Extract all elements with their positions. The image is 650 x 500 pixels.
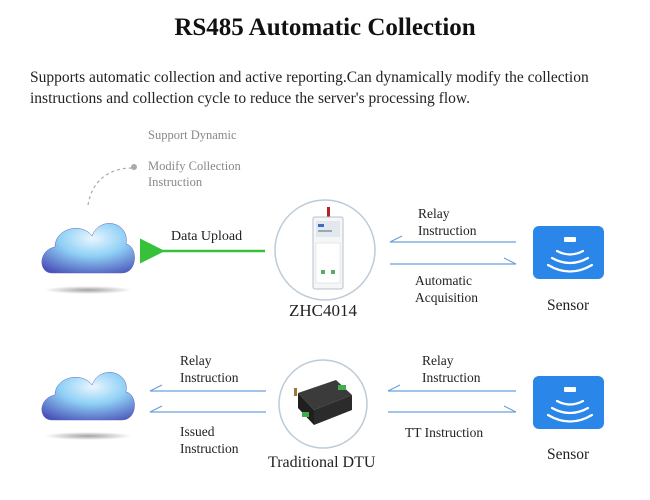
data-upload-label: Data Upload xyxy=(171,229,243,244)
issued-instruction-arrow xyxy=(149,405,266,413)
relay-instruction-arrow-bottom-right xyxy=(387,384,516,392)
sensor-label-bottom: Sensor xyxy=(547,446,590,463)
issued-instruction-label: Issued Instruction xyxy=(180,424,239,456)
relay-label-bottom-left: Relay Instruction xyxy=(180,353,239,385)
dashed-curve-icon xyxy=(87,167,133,206)
note-line-1: Support Dynamic xyxy=(148,128,237,142)
zhc4014-label: ZHC4014 xyxy=(289,301,357,320)
note-line-2: Modify Collection xyxy=(148,159,241,173)
page-title: RS485 Automatic Collection xyxy=(174,14,476,41)
description: Supports automatic collection and active… xyxy=(30,69,589,107)
relay-label-bottom-right: Relay Instruction xyxy=(422,353,481,385)
traditional-dtu-label: Traditional DTU xyxy=(268,454,376,471)
relay-instruction-arrow-bottom-left xyxy=(149,384,266,392)
relay-label-top: Relay Instruction xyxy=(418,206,477,238)
automatic-acquisition-label: Automatic Acquisition xyxy=(415,273,478,305)
sensor-icon xyxy=(533,226,604,279)
sensor-icon xyxy=(533,376,604,429)
dtu-device-icon xyxy=(278,359,368,449)
relay-instruction-arrow-top xyxy=(389,235,516,243)
cloud-icon xyxy=(41,223,135,294)
sensor-label-top: Sensor xyxy=(547,297,590,314)
tt-instruction-arrow xyxy=(388,405,517,413)
automatic-acquisition-arrow xyxy=(390,257,517,265)
note-line-3: Instruction xyxy=(148,175,203,189)
zhc4014-device-icon xyxy=(274,199,376,301)
tt-instruction-label: TT Instruction xyxy=(405,425,484,440)
cloud-icon xyxy=(41,372,135,440)
